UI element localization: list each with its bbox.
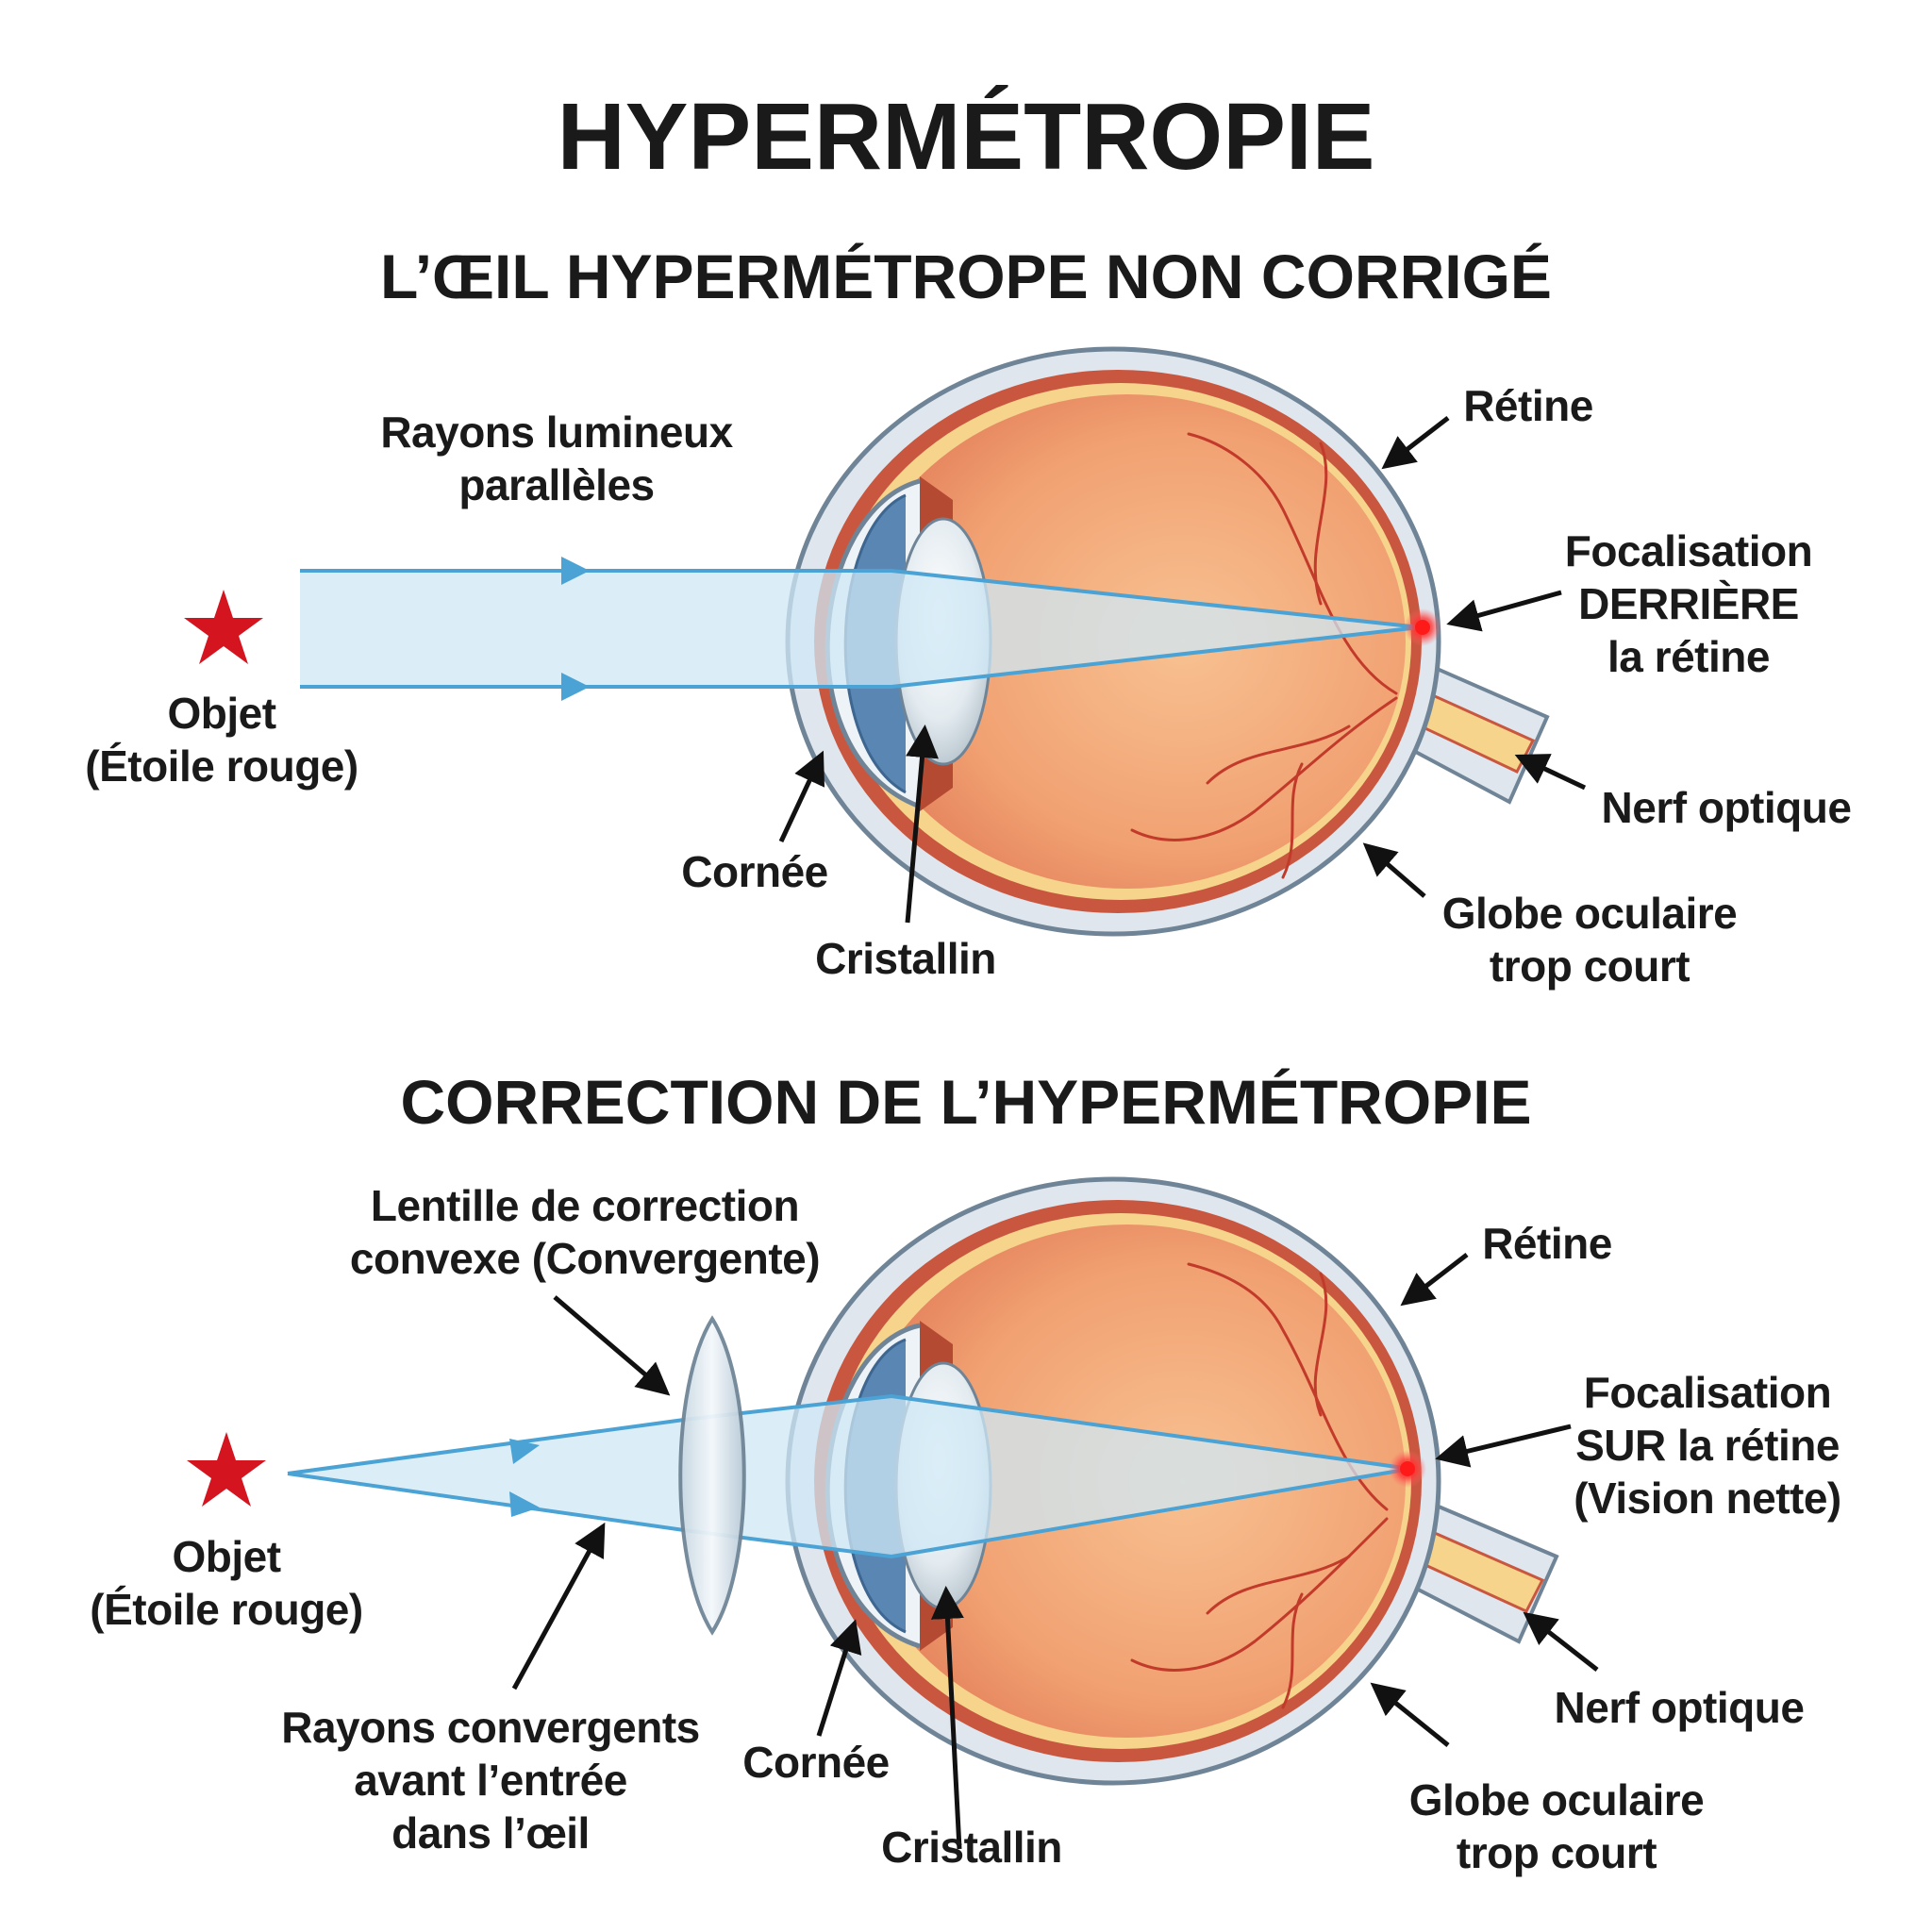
label-converging-rays: Rayons convergents avant l’entrée dans l… bbox=[281, 1703, 700, 1857]
label-retina-bottom: Rétine bbox=[1482, 1219, 1612, 1268]
section-title-uncorrected: L’ŒIL HYPERMÉTROPE NON CORRIGÉ bbox=[380, 242, 1552, 311]
label-focus-behind: Focalisation DERRIÈRE la rétine bbox=[1564, 526, 1813, 681]
page-title: HYPERMÉTROPIE bbox=[557, 84, 1375, 190]
corrective-convex-lens bbox=[678, 1315, 746, 1636]
label-optic-nerve-bottom: Nerf optique bbox=[1554, 1683, 1805, 1732]
label-corrective-lens: Lentille de correction convexe (Converge… bbox=[349, 1181, 821, 1283]
focus-point-core bbox=[1400, 1461, 1415, 1476]
section-title-correction: CORRECTION DE L’HYPERMÉTROPIE bbox=[400, 1067, 1532, 1137]
ray-arrowhead bbox=[561, 673, 590, 701]
object-star-icon bbox=[187, 1432, 266, 1507]
label-focus-on-retina: Focalisation SUR la rétine (Vision nette… bbox=[1574, 1368, 1841, 1523]
ray-upper bbox=[287, 1393, 1411, 1475]
ray-arrowhead bbox=[509, 1491, 540, 1517]
pointer-arrows-top bbox=[778, 416, 1587, 924]
label-optic-nerve-top: Nerf optique bbox=[1601, 783, 1852, 832]
label-parallel-rays: Rayons lumineux parallèles bbox=[380, 408, 733, 509]
ray-lower bbox=[300, 625, 1421, 689]
parallel-beam bbox=[300, 557, 1421, 701]
converging-beam bbox=[287, 1393, 1411, 1559]
blood-vessels bbox=[1130, 432, 1398, 879]
pointer-arrows-bottom bbox=[511, 1253, 1599, 1850]
label-crystalline-bottom: Cristallin bbox=[881, 1823, 1062, 1872]
focus-point-core bbox=[1415, 620, 1430, 635]
label-crystalline-top: Cristallin bbox=[815, 934, 996, 983]
label-cornea-top: Cornée bbox=[681, 847, 828, 896]
label-retina-top: Rétine bbox=[1463, 381, 1593, 430]
ray-upper bbox=[300, 569, 1421, 629]
ray-lower bbox=[287, 1467, 1411, 1559]
label-globe-bottom: Globe oculaire trop court bbox=[1408, 1775, 1705, 1877]
label-globe-top: Globe oculaire trop court bbox=[1441, 889, 1738, 991]
ray-arrowhead bbox=[561, 557, 590, 585]
label-object-bottom: Objet (Étoile rouge) bbox=[90, 1532, 363, 1634]
label-cornea-bottom: Cornée bbox=[742, 1738, 890, 1787]
object-star-icon bbox=[184, 590, 263, 664]
ray-arrowhead bbox=[509, 1439, 540, 1464]
label-object-top: Objet (Étoile rouge) bbox=[85, 689, 358, 791]
